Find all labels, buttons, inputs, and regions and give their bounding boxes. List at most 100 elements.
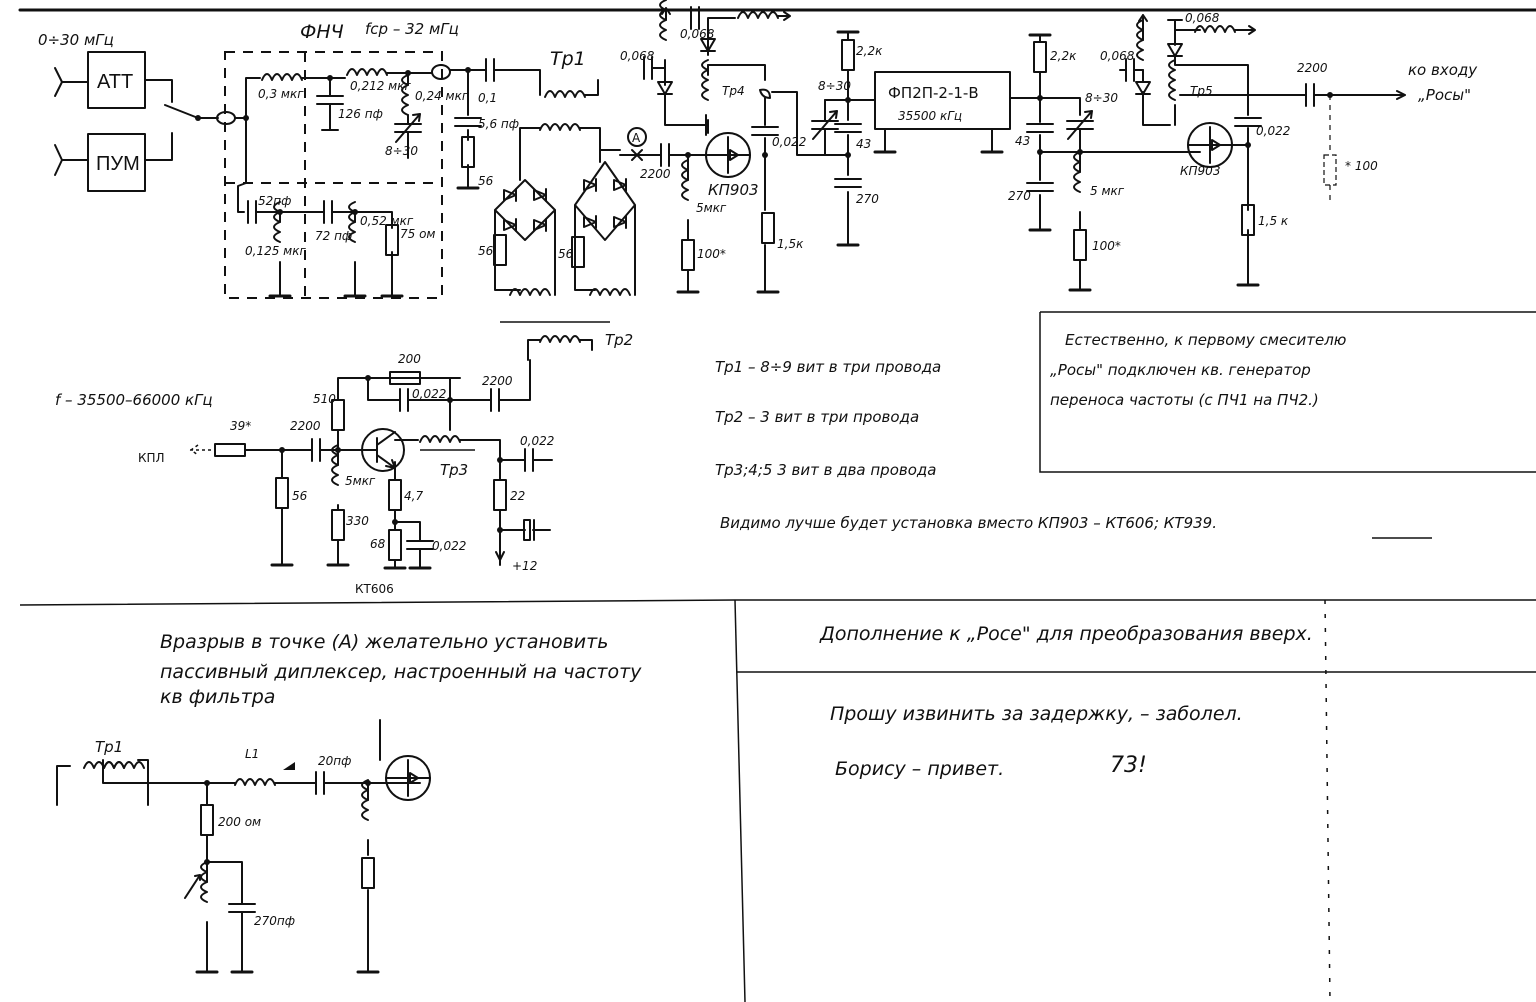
output-label-rosa: „Росы" xyxy=(1418,86,1471,104)
c52-label: 52пф xyxy=(258,194,291,208)
c0022b-label: 0,022 xyxy=(1256,124,1290,138)
transistor-kp903-1 xyxy=(705,132,751,178)
r75-label: 75 ом xyxy=(400,227,435,241)
l5-label: 0,52 мкг xyxy=(360,214,414,228)
c72-label: 72 пф xyxy=(315,229,352,243)
c3-label: 5,6 пф xyxy=(478,117,519,131)
supply-label: +12 xyxy=(512,559,537,573)
c1-label: 126 пф xyxy=(338,107,383,121)
crystal-filter-block xyxy=(874,71,1011,130)
frequency-range: f – 35500–66000 кГц xyxy=(55,391,213,409)
diplexer-text-line: кв фильтра xyxy=(160,686,275,708)
input-section: 0÷30 мГц АТТ ПУМ xyxy=(38,31,261,213)
osc-c2200b-label: 2200 xyxy=(482,374,513,388)
l2-label: 0,212 мкг xyxy=(350,79,411,93)
tr2-label: Тр2 xyxy=(605,331,633,349)
osc-c0022b-label: 0,022 xyxy=(520,434,554,448)
break-point-x xyxy=(631,149,643,161)
trim3-label: 8÷30 xyxy=(1085,91,1118,105)
electrolytic-capacitor xyxy=(523,519,531,541)
q1-label: КП903 xyxy=(708,181,759,199)
r56b-label: 56 xyxy=(478,244,494,258)
c43b-label: 43 xyxy=(1015,134,1030,148)
bl-c270-label: 270пф xyxy=(254,914,295,928)
greeting-text: Борису – привет. xyxy=(835,758,1004,780)
lpf-dashed-outline xyxy=(224,51,443,299)
lpf-cutoff: fср – 32 мГц xyxy=(365,20,459,38)
r56c-label: 56 xyxy=(558,247,574,261)
tr2-note: Тр2 – 3 вит в три провода xyxy=(715,408,919,426)
r1k5b-label: 1,5 к xyxy=(1258,214,1289,228)
oscillator-circuit: Тр2 f – 35500–66000 кГц КПЛ 39* 56 2200 … xyxy=(55,331,633,596)
pum-label: ПУМ xyxy=(96,153,140,175)
c2200b-label: 2200 xyxy=(1297,61,1328,75)
mixer-section: 0,1 5,6 пф 56 Тр1 56 56 xyxy=(449,48,636,323)
transistor-kp903-2 xyxy=(1187,122,1233,168)
c0068d-label: 0,068 xyxy=(1185,11,1220,25)
transistor-kt606 xyxy=(361,428,405,472)
addendum-title: Дополнение к „Росе" для преобразования в… xyxy=(819,623,1313,645)
pum-block xyxy=(87,133,146,192)
crystal-filter-section: 2,2к 8÷30 43 270 ФП2П-2-1-В 35500 кГц 2,… xyxy=(811,30,1201,292)
l5mkg-b-label: 5 мкг xyxy=(1090,184,1125,198)
c0068b-label: 0,068 xyxy=(680,27,715,41)
optional-resistor xyxy=(1323,154,1337,186)
osc-c0022a-label: 0,022 xyxy=(412,387,446,401)
c0068a-label: 0,068 xyxy=(620,49,655,63)
osc-r200-label: 200 xyxy=(398,352,421,366)
amplifier-stage-1: A 2200 КП903 5мкг 100* 0,068 0,068 Тр4 0… xyxy=(619,0,826,294)
r330-label: 330 xyxy=(346,514,369,528)
r39-label: 39* xyxy=(230,419,251,433)
amplifier-stage-2: КП903 0,068 0,068 Тр5 0,022 1,5 к 2200 *… xyxy=(1100,11,1478,287)
diplexer-text-line: Вразрыв в точке (A) желательно установит… xyxy=(160,631,608,653)
faint-fold-line xyxy=(1324,599,1331,1002)
att-label: АТТ xyxy=(97,71,133,93)
bl-c20-label: 20пф xyxy=(318,754,351,768)
kpl-label: КПЛ xyxy=(138,451,165,465)
r2k2b-label: 2,2к xyxy=(1050,49,1077,63)
osc-c2200a-label: 2200 xyxy=(290,419,321,433)
diode-bridge-1 xyxy=(494,139,556,296)
c0068c-label: 0,068 xyxy=(1100,49,1135,63)
kt606-label: КТ606 xyxy=(355,582,394,596)
closing-notes: Дополнение к „Росе" для преобразования в… xyxy=(819,623,1313,780)
filter-name: ФП2П-2-1-В xyxy=(888,84,979,102)
vertical-divider xyxy=(734,599,746,1002)
c270b-label: 270 xyxy=(1008,189,1031,203)
input-band-label: 0÷30 мГц xyxy=(38,31,114,49)
output-label: ко входу xyxy=(1408,61,1478,79)
tr4-label: Тр4 xyxy=(722,84,745,98)
osc-l5mkg-label: 5мкг xyxy=(345,474,376,488)
point-a-label: A xyxy=(632,131,641,145)
diplexer-circuit: Тр1 L1 20пф 200 ом 270пф xyxy=(56,719,431,974)
r100a-label: 100* xyxy=(697,247,726,261)
lpf-title: ФНЧ xyxy=(300,21,344,43)
antenna-icon xyxy=(54,144,89,176)
r100c-label: * 100 xyxy=(1345,159,1378,173)
boxed-note: Естественно, к первому смесителю „Росы" … xyxy=(1039,311,1536,473)
diplexer-note: Вразрыв в точке (A) желательно установит… xyxy=(160,631,642,708)
bl-transistor xyxy=(385,755,431,801)
tr1-label: Тр1 xyxy=(550,48,586,70)
boxed-note-line: переноса частоты (с ПЧ1 на ПЧ2.) xyxy=(1050,391,1319,409)
trim-cap-label: 8÷30 xyxy=(385,144,418,158)
q2-label: КП903 xyxy=(1180,164,1220,178)
tr3-label: Тр3 xyxy=(440,461,468,479)
apology-text: Прошу извинить за задержку, – заболел. xyxy=(830,703,1243,725)
c2200a-label: 2200 xyxy=(640,167,671,181)
trim2-label: 8÷30 xyxy=(818,79,851,93)
tr345-note: Тр3;4;5 3 вит в два провода xyxy=(715,461,936,479)
c43a-label: 43 xyxy=(856,137,871,151)
c270a-label: 270 xyxy=(856,192,879,206)
r100b-label: 100* xyxy=(1092,239,1121,253)
input-switch xyxy=(144,79,219,161)
boxed-note-line: Естественно, к первому смесителю xyxy=(1065,331,1346,349)
antenna-icon xyxy=(54,67,89,97)
osc-c0022c-label: 0,022 xyxy=(432,539,466,553)
diplexer-text-line: пассивный диплексер, настроенный на част… xyxy=(160,661,642,683)
tr1-note: Тр1 – 8÷9 вит в три провода xyxy=(715,358,941,376)
r22-label: 22 xyxy=(510,489,525,503)
c2-label: 0,1 xyxy=(478,91,497,105)
boxed-note-line: „Росы" подключен кв. генератор xyxy=(1050,361,1311,379)
